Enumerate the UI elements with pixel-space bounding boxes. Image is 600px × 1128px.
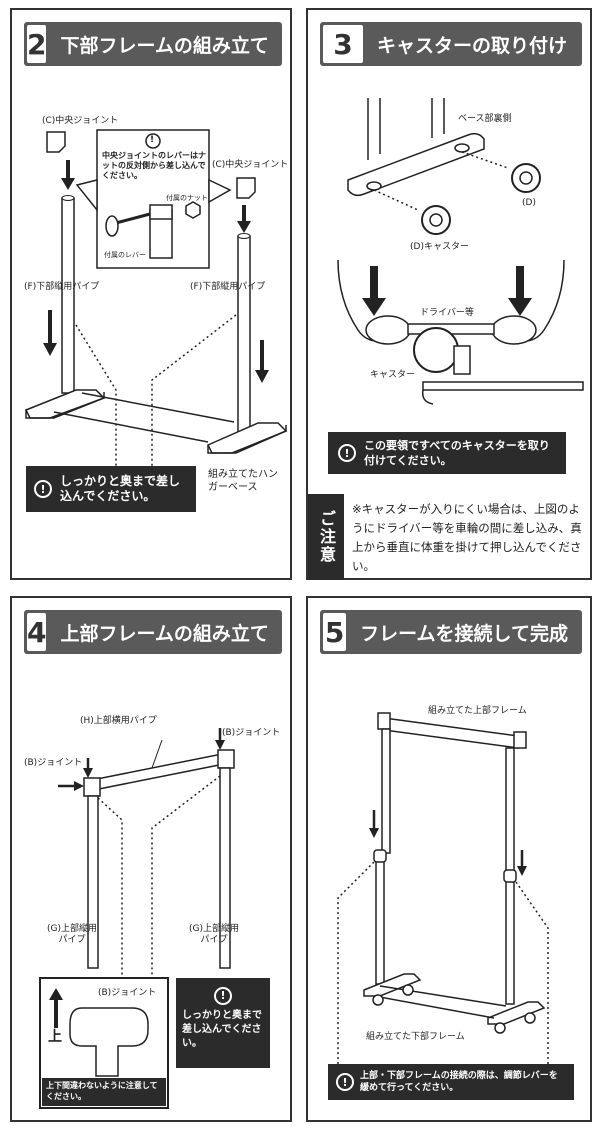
step4-warning-box: ! しっかりと奥まで差し込んでください。 [176,978,270,1068]
step2-panel: 2 下部フレームの組み立て [10,8,292,580]
step2-base-label: 組み立てたハンガーベース [208,469,278,493]
step3-caution-text: ※キャスターが入りにくい場合は、上図のようにドライバー等を車輪の間に差し込み、真… [352,502,582,573]
step2-number: 2 [27,25,47,63]
step2-illustration [24,129,288,470]
step5-lower-label: 組み立てた下部フレーム [366,1032,465,1042]
step2-nut-label: 付属のナット [166,194,208,202]
step5-panel: 5 フレームを接続して完成 組み立てた上部フレーム 組み立てた下部 [306,596,592,1122]
step4-h-pipe-label: (H)上部横用パイプ [80,716,157,726]
step5-header: 5 フレームを接続して完成 [320,610,582,654]
step3-warning-box: ! この要領ですべてのキャスターを取り付けてください。 [328,432,566,474]
step3-caster-label: キャスター [370,370,416,380]
step3-caution-title: ご注意 [317,510,336,564]
step3-number: 3 [323,25,363,63]
step4-up-label: 上 [48,1029,62,1045]
step2-joint-left-label: (C)中央ジョイント [42,116,119,126]
step4-b-right-label: (B)ジョイント [222,728,281,738]
step4-b-detail-label: (B)ジョイント [98,988,157,998]
step2-note-text: 中央ジョイントのレバーはナットの反対側から差し込んでください。 [102,151,206,180]
step4-title: 上部フレームの組み立て [60,622,269,645]
step4-updown-text: 上下間違わないように注意してください。 [46,1081,158,1101]
step2-lever-label: 付属のレバー [104,251,146,259]
step4-warning-text: しっかりと奥まで差し込んでください。 [182,1009,262,1049]
step3-caution-label: ご注意 [308,494,344,580]
step4-g-left-label: (G)上部縦用パイプ [47,924,97,945]
step2-joint-right-label: (C)中央ジョイント [212,160,289,170]
step5-warning-box: ! 上部・下部フレームの接続の際は、調節レバーを緩めて行ってください。 [328,1064,574,1100]
step5-warning-text: 上部・下部フレームの接続の際は、調節レバーを緩めて行ってください。 [360,1071,558,1093]
step4-header: 4 上部フレームの組み立て [24,610,282,654]
step2-title: 下部フレームの組み立て [60,34,269,57]
step3-header: 3 キャスターの取り付け [320,22,582,66]
step4-b-left-label: (B)ジョイント [24,758,83,768]
warning-icon: ! [214,986,232,1005]
step2-pipe-right-label: (F)下部縦用パイプ [190,282,266,292]
step5-upper-label: 組み立てた上部フレーム [428,706,527,716]
step3-base-back-label: ベース部裏側 [458,114,512,124]
step3-title: キャスターの取り付け [377,34,568,57]
warning-icon: ! [338,444,356,462]
step3-panel: 3 キャスターの取り付け ベース部裏側 (D) (D)キャスタ [306,8,592,580]
step2-warning-box: ! しっかりと奥まで差し込んでください。 [26,466,196,512]
step4-panel: 4 上部フレームの組み立て (H)上部横用パイプ (B)ジョイント (B)ジョイ… [10,596,292,1122]
step4-updown-note: 上下間違わないように注意してください。 [42,1078,166,1106]
warning-icon: ! [336,1073,354,1091]
step3-driver-label: ドライバー等 [420,308,474,318]
step5-title: フレームを接続して完成 [360,622,568,645]
step3-illustration [337,98,584,405]
step5-number: 5 [323,613,347,651]
step3-warning-text: この要領ですべてのキャスターを取り付けてください。 [364,439,550,467]
step3-d-right-label: (D) [522,198,536,208]
warning-icon: ! [34,480,52,498]
step4-number: 4 [27,613,47,651]
step2-header: 2 下部フレームの組み立て [24,22,282,66]
step2-note-mark: ! [150,135,155,145]
step3-d-left-label: (D)キャスター [410,242,469,252]
step2-warning-text: しっかりと奥まで差し込んでください。 [60,474,181,503]
step5-illustration [337,712,549,1068]
step4-g-right-label: (G)上部縦用パイプ [189,924,239,945]
step2-pipe-left-label: (F)下部縦用パイプ [24,282,100,292]
